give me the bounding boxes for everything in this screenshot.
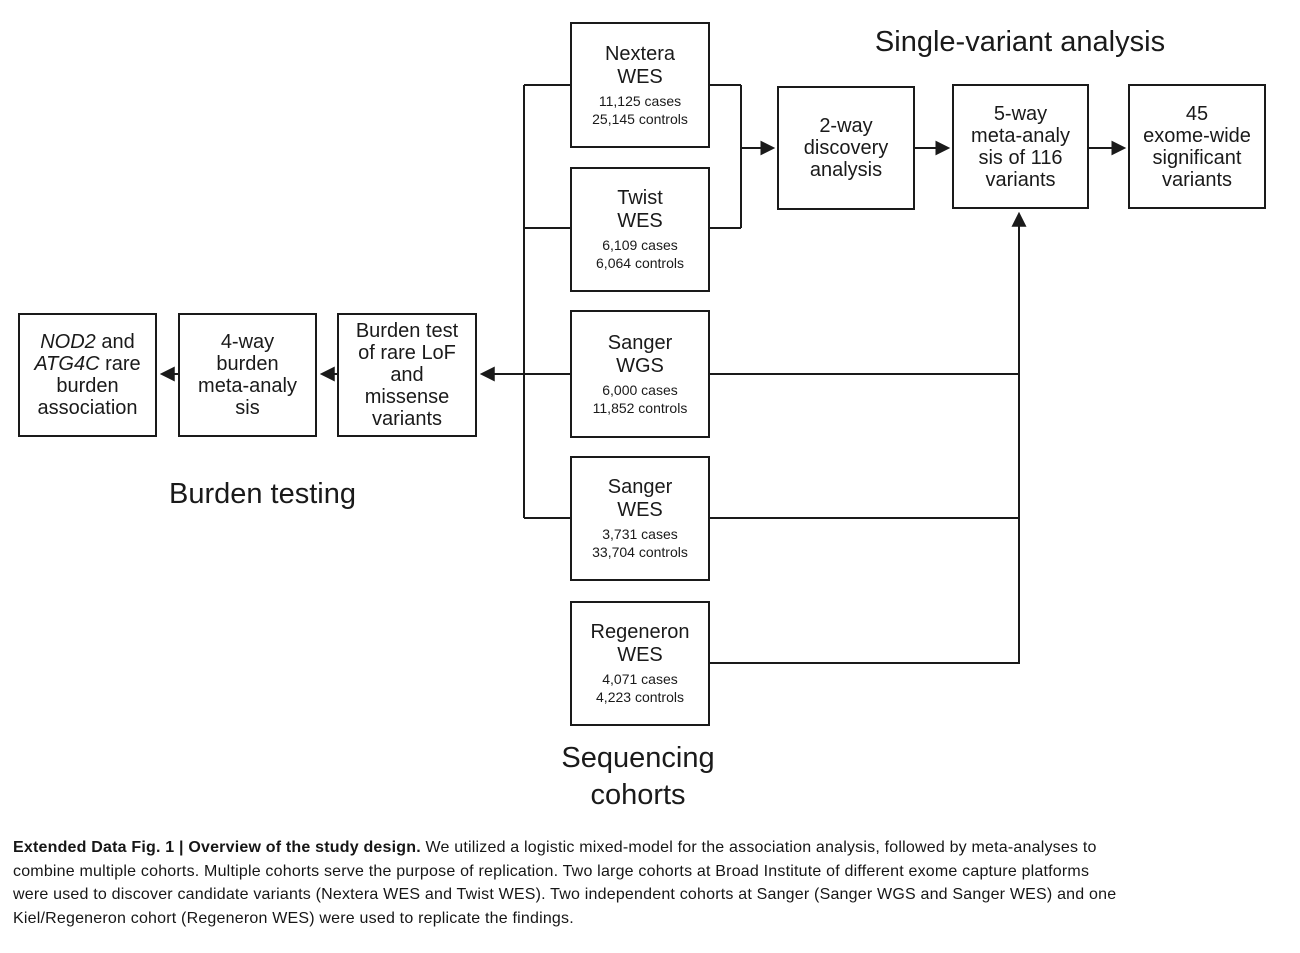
cohort-controls: 11,852 controls xyxy=(592,399,688,416)
box-text-line: of rare LoF xyxy=(358,342,456,364)
cohort-box-sanger-wes: Sanger WES 3,731 cases 33,704 controls xyxy=(570,456,710,581)
gene-atg4c: ATG4C xyxy=(34,353,100,375)
cohort-title: Nextera xyxy=(604,42,676,65)
cohort-title: WES xyxy=(617,644,663,666)
cohort-controls: 6,064 controls xyxy=(596,255,684,271)
box-text-line: significant xyxy=(1152,146,1242,169)
box-text-line: missense xyxy=(364,386,450,408)
box-text-line: meta-analy xyxy=(971,124,1070,147)
box-text-line: and xyxy=(390,364,424,386)
cohort-controls: 4,223 controls xyxy=(596,689,684,705)
cohort-cases: 11,125 cases xyxy=(598,92,682,109)
box-text-line: variants xyxy=(1161,168,1233,191)
caption-line: Kiel/Regeneron cohort (Regeneron WES) we… xyxy=(13,909,574,927)
box-text-line: sis xyxy=(235,397,260,419)
box-text-line: ATG4C rare xyxy=(34,353,140,375)
box-2way-discovery-analysis: 2-way discovery analysis xyxy=(777,86,915,210)
cohort-box-twist-wes: Twist WES 6,109 cases 6,064 controls xyxy=(570,167,710,292)
sequencing-cohorts-line2: cohorts xyxy=(590,779,686,811)
cohort-title: Sanger xyxy=(607,476,673,498)
cohort-cases: 3,731 cases xyxy=(602,526,678,542)
box-text-line: Burden test xyxy=(355,320,459,342)
box-text-line: meta-analy xyxy=(198,375,297,397)
cohort-title: WES xyxy=(617,210,663,232)
box-text-fragment: and xyxy=(95,331,135,353)
box-text-line: sis of 116 xyxy=(978,146,1063,169)
cohort-box-nextera-wes: Nextera WES 11,125 cases 25,145 controls xyxy=(570,22,710,148)
box-text-line: variants xyxy=(985,168,1056,191)
burden-testing-heading: Burden testing xyxy=(168,478,356,510)
box-5way-meta-analysis: 5-way meta-analy sis of 116 variants xyxy=(952,84,1089,209)
caption-line: Extended Data Fig. 1 | Overview of the s… xyxy=(13,836,1283,860)
caption-text: We utilized a logistic mixed-model for t… xyxy=(420,839,1097,856)
cohort-cases: 6,109 cases xyxy=(602,237,678,253)
box-text-line: exome-wide xyxy=(1143,124,1251,147)
box-text-line: 4-way xyxy=(220,331,275,353)
box-text-line: burden xyxy=(56,375,119,397)
cohort-title: Sanger xyxy=(607,331,673,354)
cohort-controls: 25,145 controls xyxy=(592,110,688,127)
box-text-line: NOD2 and xyxy=(40,331,135,353)
cohort-title: WES xyxy=(617,65,663,88)
cohort-cases: 4,071 cases xyxy=(602,671,678,687)
box-nod2-atg4c-burden-association: NOD2 and ATG4C rare burden association xyxy=(18,313,157,437)
cohort-title: Twist xyxy=(617,187,663,209)
cohort-box-sanger-wgs: Sanger WGS 6,000 cases 11,852 controls xyxy=(570,310,710,438)
box-text-fragment: rare xyxy=(99,353,141,375)
box-text-line: association xyxy=(37,397,138,419)
box-text-line: 5-way xyxy=(993,102,1048,125)
sequencing-cohorts-line1: Sequencing xyxy=(561,742,715,774)
single-variant-analysis-heading: Single-variant analysis xyxy=(874,26,1166,58)
box-burden-test-rare-lof-missense: Burden test of rare LoF and missense var… xyxy=(337,313,477,437)
box-45-exome-wide-significant-variants: 45 exome-wide significant variants xyxy=(1128,84,1266,209)
caption-line: combine multiple cohorts. Multiple cohor… xyxy=(13,862,1090,880)
caption-line: were used to discover candidate variants… xyxy=(13,886,1117,903)
cohort-cases: 6,000 cases xyxy=(602,381,678,398)
cohort-title: Regeneron xyxy=(590,621,690,643)
box-4way-burden-meta-analysis: 4-way burden meta-analy sis xyxy=(178,313,317,437)
box-text-line: analysis xyxy=(809,159,883,181)
caption-bold-lead: Extended Data Fig. 1 | Overview of the s… xyxy=(13,839,421,856)
cohort-title: WGS xyxy=(616,354,664,377)
gene-nod2: NOD2 xyxy=(40,331,96,353)
box-text-line: 2-way xyxy=(819,115,873,137)
box-text-line: variants xyxy=(371,408,443,430)
box-text-line: burden xyxy=(216,353,279,375)
box-text-line: 45 xyxy=(1185,102,1209,125)
cohort-box-regeneron-wes: Regeneron WES 4,071 cases 4,223 controls xyxy=(570,601,710,726)
cohort-title: WES xyxy=(617,499,663,521)
box-text-line: discovery xyxy=(803,137,889,159)
cohort-controls: 33,704 controls xyxy=(592,544,688,560)
sequencing-cohorts-heading: Sequencing cohorts xyxy=(543,740,733,814)
figure-caption: Extended Data Fig. 1 | Overview of the s… xyxy=(13,836,1283,930)
